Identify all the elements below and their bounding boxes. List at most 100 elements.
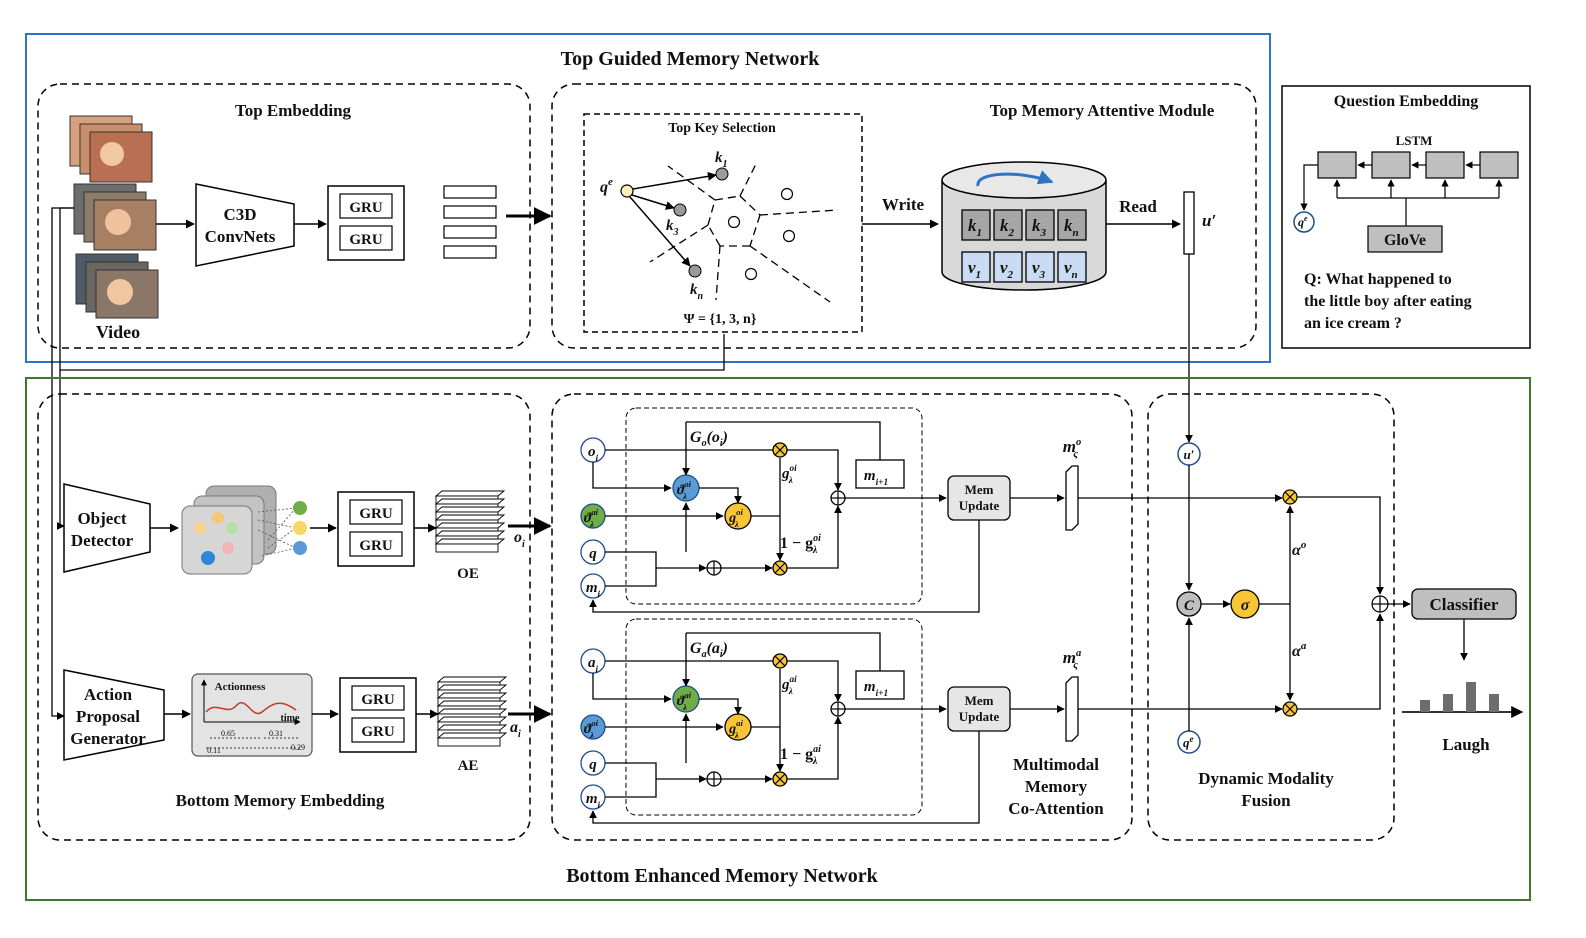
gate-mult-top-x2 bbox=[774, 655, 786, 667]
gate-top-line bbox=[686, 421, 881, 460]
memory-value-cell bbox=[961, 251, 991, 283]
action-proposal-line2: Proposal bbox=[76, 707, 140, 726]
next-memory-label: mi+1 bbox=[864, 679, 888, 699]
k1-label: k1 bbox=[715, 150, 728, 170]
gate-top-line bbox=[686, 632, 881, 671]
write-label: Write bbox=[882, 195, 925, 214]
c3d-label-line1: C3D bbox=[223, 205, 256, 224]
top-network-border bbox=[25, 33, 1271, 363]
top-key-selection-box bbox=[583, 113, 863, 333]
fusion-line1: Dynamic Modality bbox=[1198, 769, 1334, 788]
key-point-b bbox=[782, 229, 796, 243]
q-m-merge-line bbox=[605, 551, 657, 587]
mem-update-line1: Mem bbox=[965, 693, 994, 708]
kn-label: kn bbox=[690, 282, 704, 302]
top-gru-2 bbox=[339, 225, 393, 251]
action-proposal-line3: Generator bbox=[70, 729, 146, 748]
c3d-convnets-block bbox=[195, 183, 295, 267]
mult-bottom-to-sum bbox=[787, 505, 842, 569]
object-detector-line1: Object bbox=[77, 509, 126, 528]
query-to-k1 bbox=[632, 171, 717, 190]
gate-region bbox=[625, 618, 923, 816]
theta-to-g-line bbox=[699, 487, 742, 504]
feature-slab-top bbox=[436, 732, 508, 739]
k3-label: k3 bbox=[666, 218, 679, 238]
memory-value-label: vn bbox=[1064, 258, 1078, 281]
key-point-c bbox=[744, 267, 758, 281]
fusion-u-prime-label: u′ bbox=[1184, 447, 1195, 462]
tick-0-29: 0.29 bbox=[291, 743, 305, 752]
memory-value-cell bbox=[1025, 251, 1055, 283]
concat-label: C bbox=[1184, 598, 1195, 614]
alpha-o-label: αo bbox=[1292, 539, 1307, 559]
feature-slab-top bbox=[434, 514, 506, 521]
feature-slab-top bbox=[436, 708, 508, 715]
feature-slab bbox=[437, 737, 501, 747]
feature-slab-top bbox=[434, 522, 506, 529]
mem-update-line1: Mem bbox=[965, 482, 994, 497]
key-point-k1 bbox=[715, 167, 729, 181]
memory-value-label: v1 bbox=[968, 258, 981, 281]
feature-slab-top bbox=[434, 490, 506, 497]
output-memory-vector bbox=[1065, 676, 1079, 742]
action-gru-2 bbox=[351, 717, 405, 743]
question-qe-node bbox=[1293, 211, 1315, 233]
object-gru-1-label: GRU bbox=[359, 506, 393, 522]
memory-key-cell bbox=[961, 209, 991, 241]
question-embedding-title: Question Embedding bbox=[1334, 93, 1478, 110]
input-feature-label: oi bbox=[588, 444, 599, 464]
coattention-line2: Memory bbox=[1025, 777, 1088, 796]
fusion-line2: Fusion bbox=[1241, 791, 1291, 810]
key-point-center bbox=[727, 215, 741, 229]
action-proposal-line1: Action bbox=[84, 685, 133, 704]
ae-feature-stack bbox=[436, 676, 508, 747]
input-to-theta-line bbox=[592, 462, 672, 492]
memory-key-label: k1 bbox=[968, 216, 982, 239]
alpha-a-label: αa bbox=[1292, 640, 1307, 660]
fusion-qe-label: qe bbox=[1183, 734, 1194, 750]
read-label: Read bbox=[1119, 197, 1157, 216]
question-label: q bbox=[589, 546, 597, 562]
query-point-label: qe bbox=[600, 176, 613, 196]
input-to-theta-line bbox=[592, 673, 672, 703]
memory-label: mi bbox=[586, 791, 601, 811]
memory-key-cell bbox=[1025, 209, 1055, 241]
action-gru-1-label: GRU bbox=[361, 692, 395, 708]
gate-mult-bottom-x2 bbox=[774, 773, 786, 785]
top-key-selection-title: Top Key Selection bbox=[668, 121, 776, 136]
answer-histogram bbox=[1402, 682, 1524, 718]
sigma-label: σ bbox=[1241, 597, 1250, 614]
object-detector-block bbox=[63, 483, 151, 573]
question-label: q bbox=[589, 757, 597, 773]
video-label: Video bbox=[96, 322, 140, 342]
q-m-merge-line bbox=[605, 762, 657, 798]
actionness-plot bbox=[191, 673, 313, 757]
tick-0-11: 0.11 bbox=[207, 746, 221, 755]
action-gru-1 bbox=[351, 685, 405, 711]
feature-slab-top bbox=[436, 692, 508, 699]
feature-slab-top bbox=[436, 700, 508, 707]
mem-update-line2: Update bbox=[959, 709, 1000, 724]
question-text-line3: an ice cream ? bbox=[1304, 315, 1402, 332]
g-function-label: Go(oi) bbox=[690, 429, 728, 449]
video-frames bbox=[69, 115, 159, 319]
output-memory-vector bbox=[1065, 465, 1079, 531]
g-function-label: Ga(ai) bbox=[690, 640, 728, 660]
bottom-embedding-title: Bottom Memory Embedding bbox=[176, 791, 385, 810]
oe-feature-stack bbox=[434, 490, 506, 553]
memory-value-cell bbox=[1057, 251, 1087, 283]
oe-label: OE bbox=[457, 566, 479, 582]
top-gru-2-label: GRU bbox=[349, 232, 383, 248]
query-to-kn bbox=[629, 196, 691, 267]
lstm-cells bbox=[1317, 151, 1519, 179]
bottom-network-title: Bottom Enhanced Memory Network bbox=[566, 865, 878, 887]
